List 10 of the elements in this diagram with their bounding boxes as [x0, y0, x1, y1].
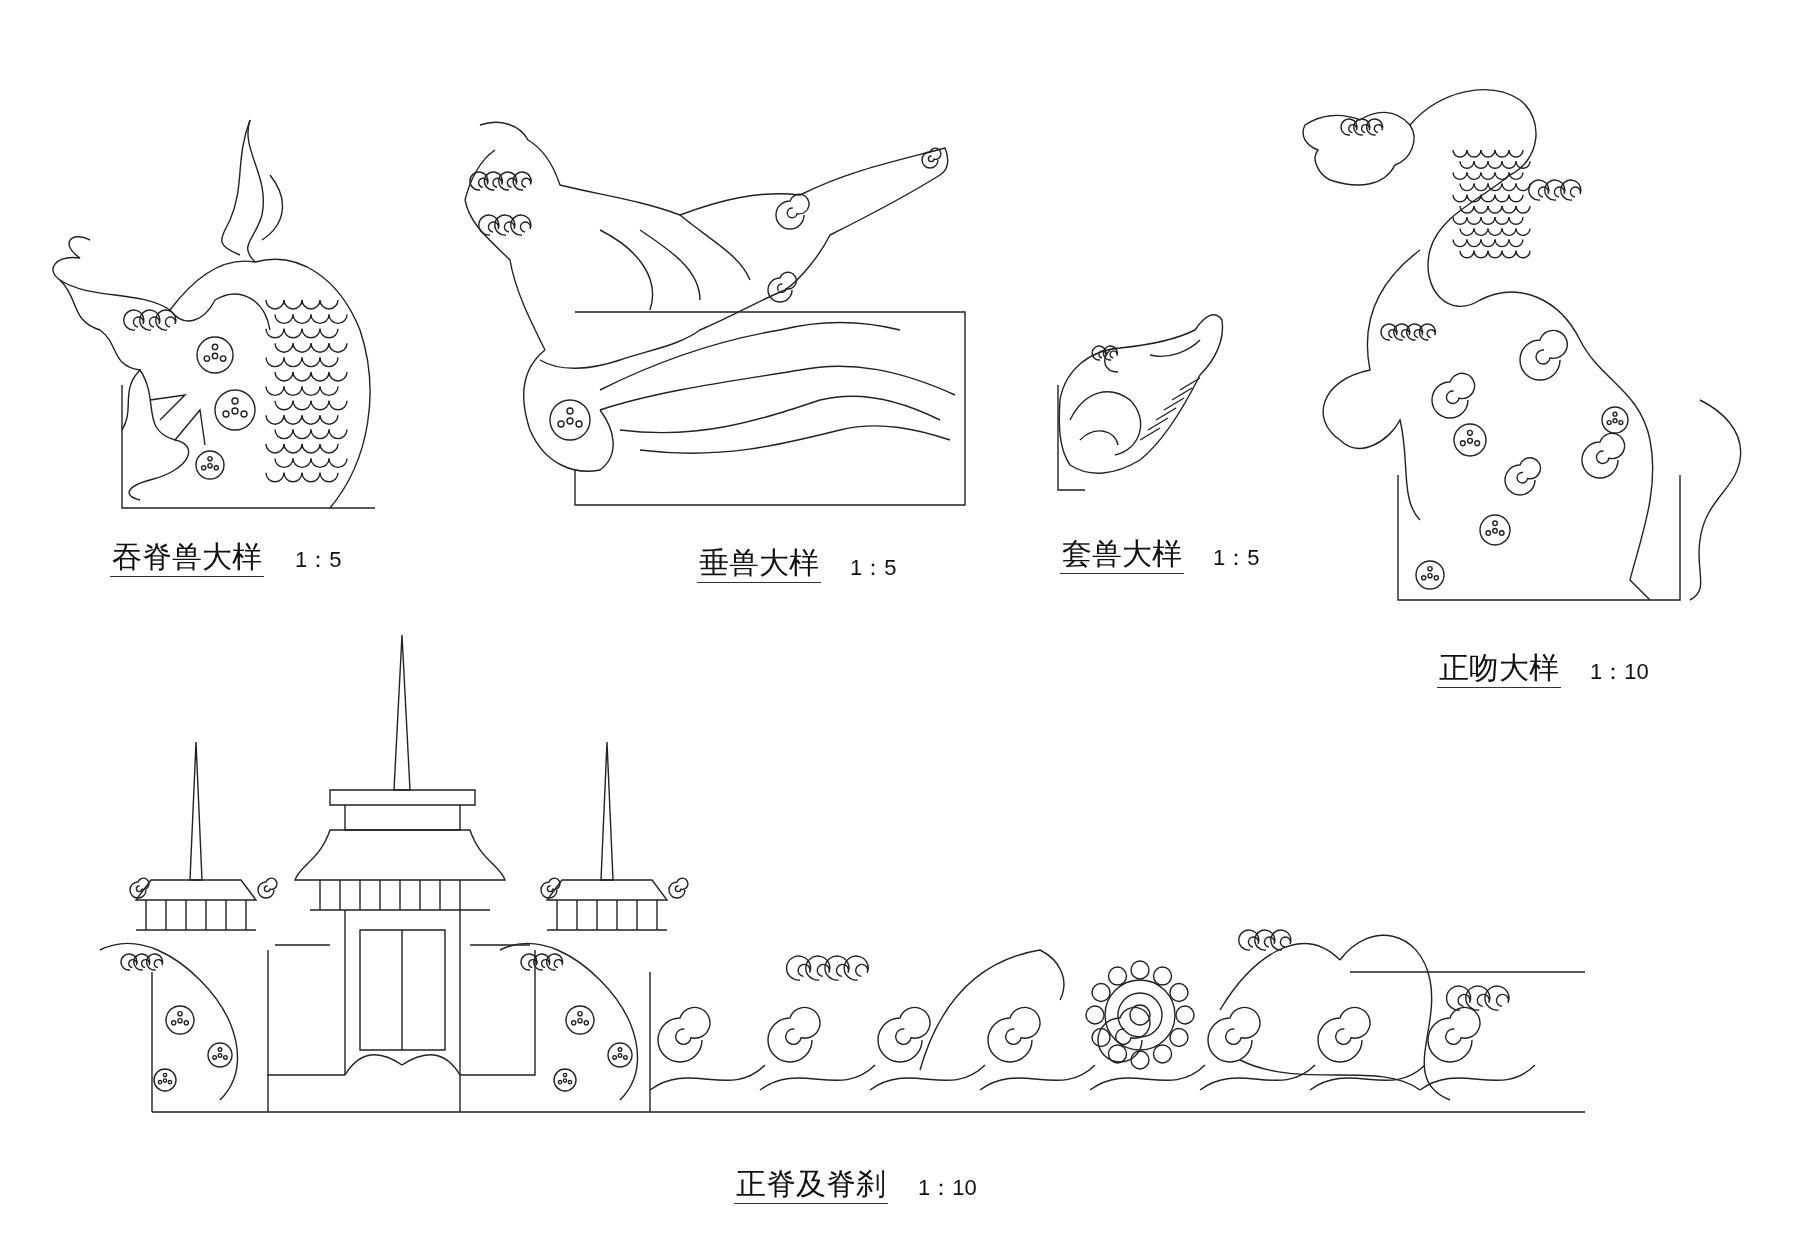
- drawing-title: 套兽大样: [1060, 537, 1184, 574]
- drawing-title: 正吻大样: [1437, 651, 1561, 688]
- scale-label: 1：5: [295, 548, 342, 573]
- scale-label: 1：10: [918, 1176, 977, 1201]
- scale-label: 1：10: [1590, 660, 1649, 685]
- scale-label: 1：5: [850, 556, 897, 581]
- drawing-title: 垂兽大样: [697, 546, 821, 583]
- drawing-title: 吞脊兽大样: [110, 540, 264, 577]
- scale-label: 1：5: [1213, 546, 1260, 571]
- drawing-title: 正脊及脊刹: [734, 1167, 888, 1204]
